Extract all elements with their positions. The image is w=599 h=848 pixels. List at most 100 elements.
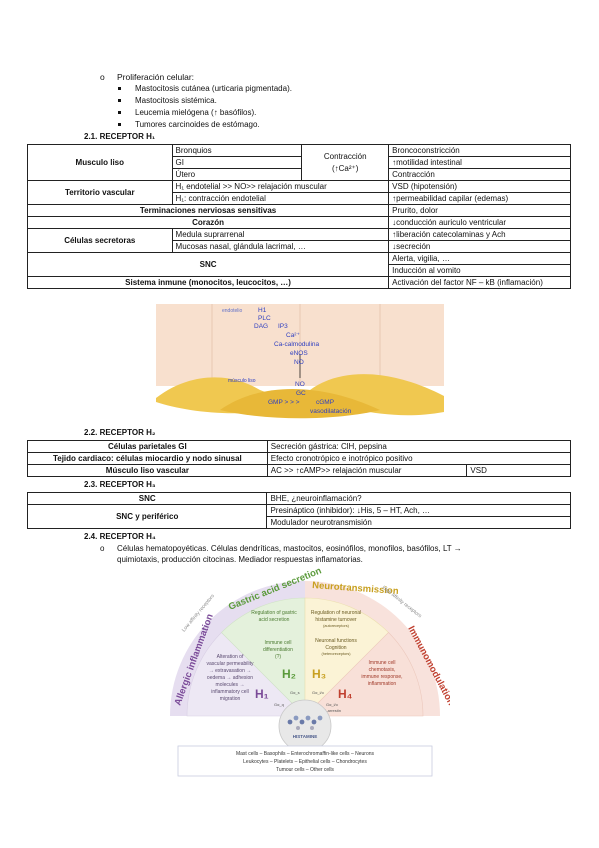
table-row: Células secretoras Medula suprarrenal ↑l… bbox=[27, 228, 571, 253]
table-cell: Células parietales GI bbox=[27, 440, 268, 453]
svg-text:acid secretion: acid secretion bbox=[259, 617, 290, 623]
table-cell: Inducción al vomito bbox=[388, 264, 571, 277]
table-cell: Células secretoras bbox=[27, 228, 173, 253]
table-cell: Efecto cronotrópico e inotrópico positiv… bbox=[266, 452, 572, 465]
h4-text-group: Immune cell chemotaxis, immune response,… bbox=[361, 660, 402, 687]
table-cell: SNC y periférico bbox=[26, 504, 268, 529]
gc-label: GC bbox=[296, 390, 306, 397]
table-cell: BHE, ¿neuroinflamación? bbox=[266, 492, 571, 505]
table-cell: Broncoconstricción bbox=[388, 144, 571, 157]
table-row: Músculo liso vascular AC >> ↑cAMP>> rela… bbox=[27, 464, 571, 477]
svg-text:differentiation: differentiation bbox=[263, 647, 293, 653]
gi-label: Gα_i/o bbox=[312, 690, 325, 695]
square-bullet-icon bbox=[118, 123, 121, 126]
gi-label-2: Gα_i/o bbox=[326, 702, 339, 707]
gs-label: Gα_s bbox=[290, 690, 300, 695]
cells-box bbox=[177, 745, 433, 777]
table-row: Útero Contracción bbox=[28, 168, 571, 181]
svg-text:Immune cell: Immune cell bbox=[369, 660, 396, 666]
table-cell: Útero bbox=[171, 168, 303, 181]
heading-h4: 2.4. RECEPTOR H₄ bbox=[84, 532, 156, 541]
table-row: SNC y periférico Presináptico (inhibidor… bbox=[26, 504, 571, 529]
svg-text:Regulation of gastric: Regulation of gastric bbox=[251, 610, 297, 616]
h1-text-group: Alteration of vascular permeability → ex… bbox=[207, 654, 254, 702]
svg-text:(?): (?) bbox=[275, 654, 281, 660]
table-cell: SNC bbox=[26, 492, 268, 505]
svg-text:Cognition: Cognition bbox=[325, 645, 346, 651]
intro-title: Proliferación celular: bbox=[117, 72, 195, 82]
table-cell: ↓conducción auriculo ventricular bbox=[388, 216, 571, 229]
table-h3: SNC BHE, ¿neuroinflamación? SNC y perifé… bbox=[26, 492, 571, 529]
table-cell: Territorio vascular bbox=[27, 180, 173, 205]
table-row: Terminaciones nerviosas sensitivas Pruri… bbox=[26, 204, 571, 217]
h2-receptor-label: H₂ bbox=[282, 667, 296, 681]
table-cell: GI bbox=[171, 156, 303, 169]
square-bullet-icon bbox=[118, 87, 121, 90]
table-cell: ↑motilidad intestinal bbox=[388, 156, 571, 169]
rim-allergic bbox=[170, 581, 305, 716]
cgmp-label: cGMP bbox=[316, 399, 334, 406]
smooth-muscle-label: músculo liso bbox=[228, 378, 256, 384]
h3-receptor-label: H₃ bbox=[312, 667, 326, 681]
rim-immuno bbox=[305, 581, 440, 716]
svg-text:Alteration of: Alteration of bbox=[217, 654, 244, 660]
svg-text:→ extravasation →: → extravasation → bbox=[209, 668, 252, 674]
no-muscle-label: NO bbox=[295, 381, 305, 388]
table-cell: AC >> ↑cAMP>> relajación muscular bbox=[266, 464, 468, 477]
no-label: NO bbox=[294, 359, 304, 366]
table-cell: Músculo liso vascular bbox=[27, 464, 268, 477]
cells-line-2: Leukocytes – Platelets – Epithelial cell… bbox=[243, 759, 367, 765]
svg-text:chemotaxis,: chemotaxis, bbox=[369, 667, 396, 673]
table-cell: Tejido cardiaco: células miocardio y nod… bbox=[27, 452, 268, 465]
gmp-label: GMP > > > bbox=[268, 399, 300, 406]
table-row: Territorio vascular H₁ endotelial >> NO>… bbox=[27, 180, 571, 205]
table-cell: SNC bbox=[26, 252, 390, 277]
table-cell: Contracción bbox=[388, 168, 571, 181]
svg-text:oedema → adhesion: oedema → adhesion bbox=[207, 675, 253, 681]
dag-label: DAG bbox=[254, 323, 268, 330]
svg-text:(heteroreceptors): (heteroreceptors) bbox=[321, 652, 351, 656]
svg-text:vascular permeability: vascular permeability bbox=[207, 661, 254, 667]
table-h2: Células parietales GI Secreción gástrica… bbox=[27, 440, 572, 477]
endothelium-label: endotelio bbox=[222, 308, 243, 314]
histamine-circle bbox=[278, 699, 332, 753]
h2-text-group: Regulation of gastric acid secretion Imm… bbox=[251, 610, 297, 660]
table-cell: Sistema inmune (monocitos, leucocitos, …… bbox=[26, 276, 390, 289]
table-row: Musculo liso Bronquios Contracción(↑Ca²⁺… bbox=[27, 144, 571, 181]
table-cell: Musculo liso bbox=[27, 144, 173, 181]
table-h1: Musculo liso Bronquios Contracción(↑Ca²⁺… bbox=[26, 144, 571, 289]
endothelium-diagram: endotelio H1 PLC DAG IP3 Ca²⁺ Ca-calmodu… bbox=[156, 304, 444, 419]
heading-h1: 2.1. RECEPTOR H₁ bbox=[84, 132, 156, 141]
table-cell: Mucosas nasal, glándula lacrimal, … bbox=[171, 240, 390, 253]
table-row: Modulador neurotransmisión bbox=[28, 516, 571, 529]
svg-text:Immune cell: Immune cell bbox=[265, 640, 292, 646]
table-row: SNC BHE, ¿neuroinflamación? bbox=[26, 492, 571, 505]
cells-line-3: Tumour cells – Other cells bbox=[276, 767, 334, 773]
beta-arrestin-label: β-arrestin bbox=[324, 708, 341, 713]
table-cell: ↓secreción bbox=[388, 240, 571, 253]
svg-text:Neuronal functions: Neuronal functions bbox=[315, 638, 357, 644]
table-cell: Activación del factor NF – kB (inflamaci… bbox=[388, 276, 571, 289]
sector-h3 bbox=[304, 597, 389, 717]
svg-text:inflammation: inflammation bbox=[368, 681, 397, 687]
ip3-label: IP3 bbox=[278, 323, 288, 330]
svg-text:immune response,: immune response, bbox=[361, 674, 402, 680]
table-cell: H₁: contracción endotelial bbox=[171, 192, 390, 205]
enos-label: eNOS bbox=[290, 350, 308, 357]
circle-bullet-icon: o bbox=[100, 72, 105, 82]
h3-text-group: Regulation of neuronal histamine turnove… bbox=[311, 610, 361, 656]
histamine-molecule-icon bbox=[287, 715, 323, 730]
smooth-muscle-cell bbox=[220, 389, 380, 419]
h1-receptor-label: H₁ bbox=[255, 687, 269, 701]
table-cell: Bronquios bbox=[171, 144, 303, 157]
table-cell: Alerta, vigilia, … bbox=[388, 252, 571, 265]
histamine-label: HISTAMINE bbox=[293, 734, 317, 739]
sector-h2 bbox=[221, 597, 306, 717]
table-cell: Contracción(↑Ca²⁺) bbox=[301, 144, 390, 181]
svg-text:inflammatory cell: inflammatory cell bbox=[211, 689, 249, 695]
table-cell: VSD (hipotensión) bbox=[388, 180, 571, 193]
table-row: GI ↑motilidad intestinal bbox=[28, 156, 571, 169]
heading-h2: 2.2. RECEPTOR H₂ bbox=[84, 428, 156, 437]
square-bullet-icon bbox=[118, 111, 121, 114]
h4-receptor-label: H₄ bbox=[338, 687, 353, 701]
